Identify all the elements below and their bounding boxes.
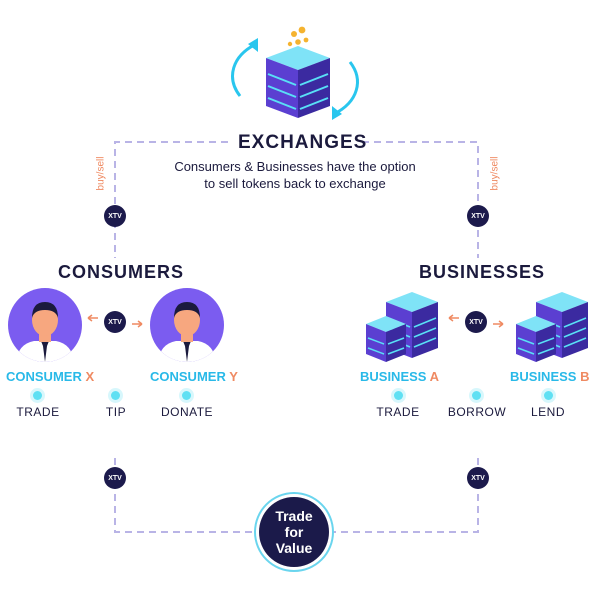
consumer-action-tip: TIP — [105, 405, 127, 419]
xtv-token-bottom-right: XTV — [467, 467, 489, 489]
consumer-action-trade: TRADE — [16, 405, 60, 419]
business-b-building-icon — [516, 292, 588, 362]
trade-for-value-line3: Value — [275, 540, 313, 556]
exchanges-description: Consumers & Businesses have the option t… — [155, 158, 435, 192]
bottom-left-connector — [114, 458, 262, 533]
business-b-name: BUSINESS — [510, 369, 577, 384]
business-b-suffix: B — [580, 369, 590, 384]
consumer-action-dot-donate — [182, 391, 191, 400]
xtv-token-businesses: XTV — [465, 311, 487, 333]
exchanges-description-line2: to sell tokens back to exchange — [204, 176, 386, 191]
consumer-y-name: CONSUMER — [150, 369, 226, 384]
bottom-right-connector — [326, 458, 479, 533]
consumer-x-label: CONSUMER X — [6, 369, 94, 384]
exchange-cycle-arrows — [231, 38, 359, 120]
consumer-exchange-arrows — [87, 314, 143, 328]
business-action-dot-borrow — [472, 391, 481, 400]
consumer-action-donate: DONATE — [160, 405, 214, 419]
business-a-label: BUSINESS A — [360, 369, 439, 384]
business-a-building-icon — [366, 292, 438, 362]
businesses-title: BUSINESSES — [419, 262, 546, 282]
xtv-token-bottom-left: XTV — [104, 467, 126, 489]
business-a-name: BUSINESS — [360, 369, 427, 384]
trade-for-value-line2: for — [284, 524, 304, 540]
consumer-x-avatar — [8, 288, 82, 362]
exchanges-description-line1: Consumers & Businesses have the option — [174, 159, 416, 174]
exchange-server-icon — [266, 26, 330, 118]
consumer-x-name: CONSUMER — [6, 369, 82, 384]
xtv-token-top-right: XTV — [467, 205, 489, 227]
buy-sell-left-label: buy/sell — [95, 156, 107, 191]
consumer-action-dot-trade — [33, 391, 42, 400]
business-action-dot-lend — [544, 391, 553, 400]
consumer-y-label: CONSUMER Y — [150, 369, 238, 384]
consumer-y-suffix: Y — [229, 369, 238, 384]
consumer-action-dot-tip — [111, 391, 120, 400]
business-action-lend: LEND — [530, 405, 565, 419]
business-action-borrow: BORROW — [447, 405, 507, 419]
buy-sell-right-label: buy/sell — [489, 156, 501, 191]
xtv-token-consumers: XTV — [104, 311, 126, 333]
business-b-label: BUSINESS B — [510, 369, 589, 384]
business-a-suffix: A — [429, 369, 439, 384]
consumers-title: CONSUMERS — [58, 262, 185, 282]
trade-for-value-badge: Trade for Value — [259, 497, 329, 567]
consumer-y-avatar — [150, 288, 224, 362]
business-action-dot-trade — [394, 391, 403, 400]
xtv-token-top-left: XTV — [104, 205, 126, 227]
exchanges-title: EXCHANGES — [238, 132, 368, 153]
business-action-trade: TRADE — [376, 405, 420, 419]
business-exchange-arrows — [448, 314, 504, 328]
trade-for-value-line1: Trade — [275, 508, 313, 524]
consumer-x-suffix: X — [85, 369, 95, 384]
top-left-connector — [114, 141, 228, 258]
